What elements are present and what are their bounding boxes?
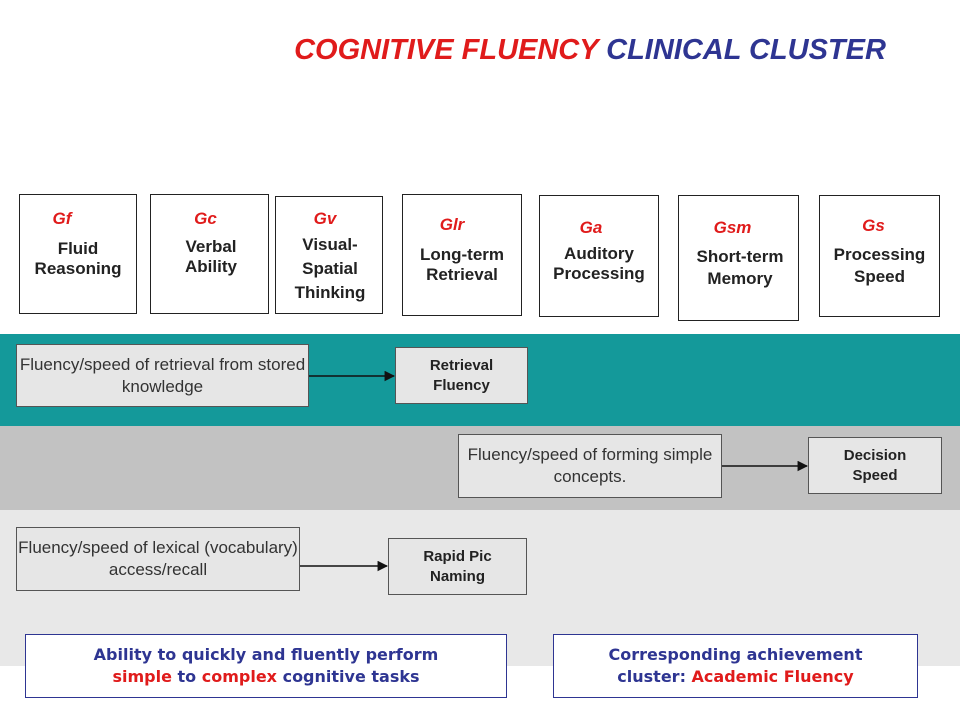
ability-box-ga: Ga Auditory Processing (539, 195, 659, 317)
note-left-word-simple: simple (112, 667, 172, 686)
note-achievement-cluster: Corresponding achievement cluster: Acade… (553, 634, 918, 698)
ability-code: Glr (439, 215, 465, 234)
description-retrieval: Fluency/speed of retrieval from stored k… (16, 344, 309, 407)
ability-box-gf: Gf Fluid Reasoning (19, 194, 137, 314)
description-concepts: Fluency/speed of forming simple concepts… (458, 434, 722, 498)
ability-code: Gsm (713, 218, 752, 237)
note-left-line1: Ability to quickly and fluently perform (93, 645, 439, 664)
ability-label: Long-term Retrieval (419, 245, 505, 284)
target-rapid-pic-naming: Rapid Pic Naming (388, 538, 527, 595)
ability-label: Verbal Ability (185, 237, 237, 276)
title-part-2: CLINICAL CLUSTER (606, 34, 886, 66)
note-right-prefix: cluster: (617, 667, 686, 686)
ability-box-gsm: Gsm Short-term Memory (678, 195, 799, 321)
ability-label: Fluid Reasoning (34, 239, 122, 278)
ability-label: Auditory Processing (553, 244, 645, 283)
ability-box-glr: Glr Long-term Retrieval (402, 194, 522, 316)
description-lexical: Fluency/speed of lexical (vocabulary) ac… (16, 527, 300, 591)
ability-label: Visual- Spatial Thinking (294, 235, 366, 302)
ability-code: Ga (579, 218, 603, 237)
target-decision-speed: Decision Speed (808, 437, 942, 494)
ability-code: Gv (313, 209, 337, 228)
note-right-line1: Corresponding achievement (608, 645, 863, 664)
note-left-word-complex: complex (201, 667, 277, 686)
note-right-highlight: Academic Fluency (691, 667, 854, 686)
ability-box-gv: Gv Visual- Spatial Thinking (275, 196, 383, 314)
title-part-1: COGNITIVE FLUENCY (294, 34, 599, 66)
ability-box-gc: Gc Verbal Ability (150, 194, 269, 314)
ability-label: Processing Speed (833, 245, 926, 286)
ability-label: Short-term Memory (696, 247, 784, 288)
ability-code: Gf (52, 209, 72, 228)
ability-code: Gs (862, 216, 885, 235)
note-left-word-to: to (177, 667, 197, 686)
ability-box-gs: Gs Processing Speed (819, 195, 940, 317)
target-retrieval-fluency: Retrieval Fluency (395, 347, 528, 404)
ability-code: Gc (194, 209, 217, 228)
note-left-word-rest: cognitive tasks (282, 667, 420, 686)
note-ability-definition: Ability to quickly and fluently perform … (25, 634, 507, 698)
page-title: COGNITIVE FLUENCY CLINICAL CLUSTER (0, 34, 960, 67)
